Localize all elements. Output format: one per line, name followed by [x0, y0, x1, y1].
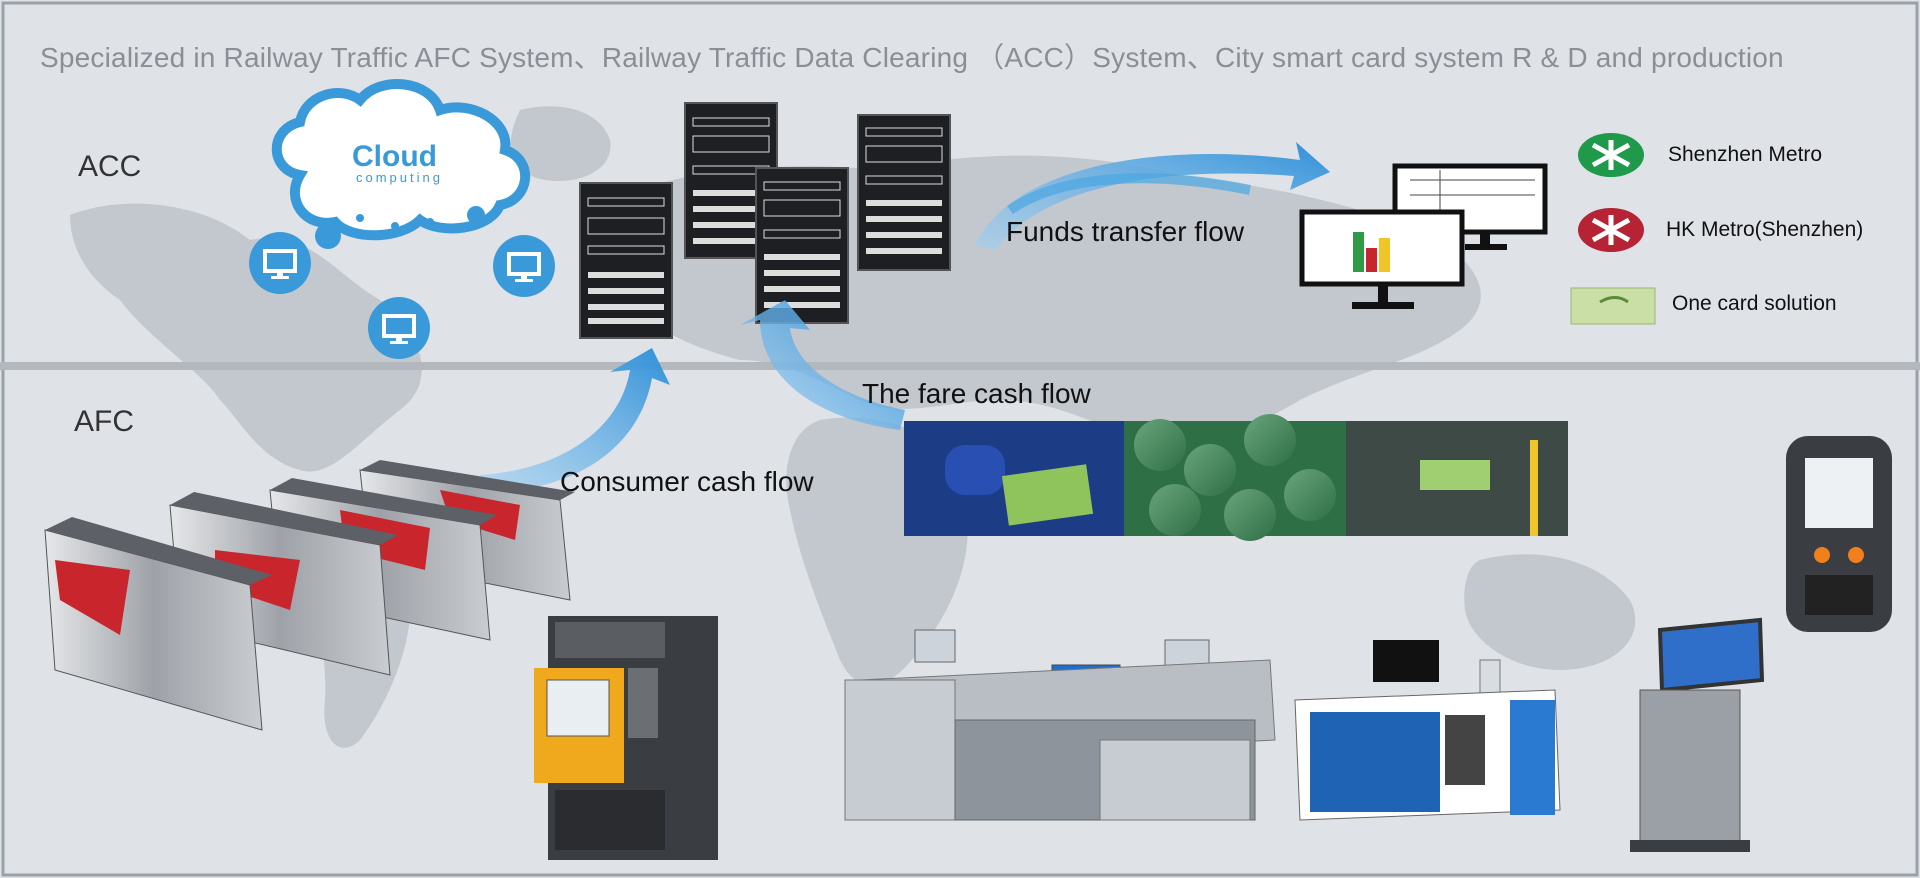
- map-north-america: [70, 203, 422, 472]
- server-racks: [579, 102, 951, 339]
- information-kiosk: [1630, 617, 1765, 852]
- server-rack-3: [755, 167, 849, 324]
- one-card-logo: [1570, 287, 1656, 325]
- legend-shenzhen-metro: Shenzhen Metro: [1668, 143, 1823, 166]
- card-issuing-machine: [1294, 640, 1561, 821]
- consumer-cash-arrow: [480, 348, 670, 492]
- consumer-cash-flow-label: Consumer cash flow: [560, 466, 814, 497]
- cloud-subtitle: computing: [356, 170, 443, 185]
- cloud-computing-graphic: [271, 79, 531, 249]
- server-rack-1: [579, 182, 673, 339]
- map-australia: [1464, 554, 1636, 670]
- fare-cash-flow-label: The fare cash flow: [862, 378, 1091, 409]
- server-rack-4: [857, 114, 951, 271]
- monitor-icon: [493, 235, 555, 297]
- fare-cash-arrow: [740, 300, 905, 430]
- hk-metro-logo: [1578, 208, 1644, 252]
- ticket-office-counter: [844, 629, 1276, 821]
- shenzhen-metro-logo: [1578, 133, 1644, 177]
- payment-photo-strip: [904, 414, 1568, 541]
- ticket-gates: [44, 460, 575, 731]
- afc-section-label: AFC: [74, 405, 134, 438]
- monitor-icon: [249, 232, 311, 294]
- monitor-icon: [368, 297, 430, 359]
- cloud-title: Cloud: [352, 140, 437, 173]
- gate-1: [44, 517, 272, 731]
- funds-transfer-flow-label: Funds transfer flow: [1006, 216, 1245, 247]
- funds-transfer-arrow: [975, 142, 1330, 250]
- map-greenland: [510, 106, 611, 181]
- page-title: Specialized in Railway Traffic AFC Syste…: [40, 42, 1784, 73]
- legend-one-card: One card solution: [1672, 292, 1837, 315]
- acc-section-label: ACC: [78, 150, 142, 183]
- ticket-vending-machine: [534, 616, 718, 860]
- clearing-monitors: [1299, 163, 1548, 309]
- handheld-terminal: [1786, 436, 1892, 632]
- section-divider: [0, 362, 1920, 370]
- legend-hk-metro: HK Metro(Shenzhen): [1666, 218, 1864, 241]
